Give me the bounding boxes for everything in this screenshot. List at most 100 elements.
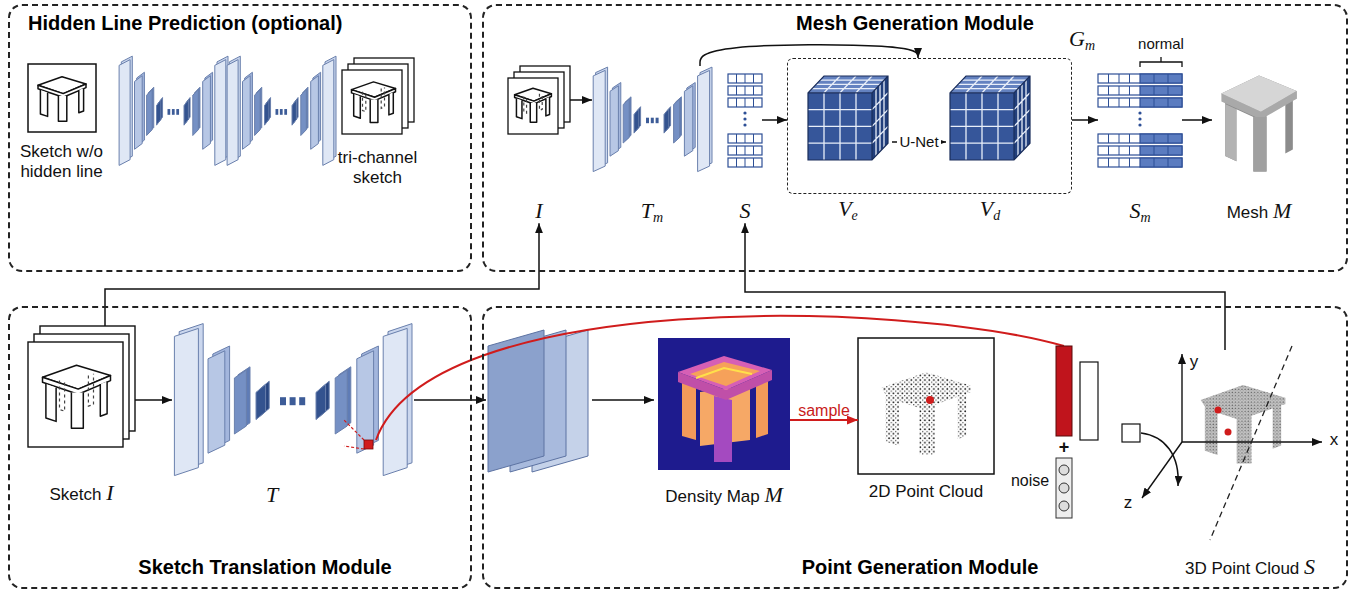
text-part: I xyxy=(106,480,113,505)
decoder xyxy=(1056,346,1178,518)
sketch-stack xyxy=(342,58,414,134)
figure-node: Density Map M xyxy=(658,338,790,507)
decoder xyxy=(1059,465,1069,475)
voxel-grid xyxy=(950,76,1030,160)
mesh-render xyxy=(1221,75,1296,111)
flow-arrow xyxy=(1072,119,1098,121)
unet-network xyxy=(119,56,336,165)
figure-caption: Tm xyxy=(640,198,664,226)
point-cloud-3d xyxy=(1225,429,1232,436)
figure-caption: Sketch w/o hidden line xyxy=(3,142,121,181)
point-vectors xyxy=(728,98,762,107)
point-vectors xyxy=(728,74,762,83)
density-map xyxy=(690,362,760,386)
panel-title: Sketch Translation Module xyxy=(138,556,391,579)
point-cloud-2d xyxy=(858,338,994,474)
text-part: e xyxy=(852,208,858,223)
figure-node: Sketch I xyxy=(28,326,135,505)
unet-network xyxy=(593,67,712,172)
point-normal-vectors xyxy=(1098,98,1182,107)
flow-arrow xyxy=(414,399,486,401)
annotation-label: x xyxy=(1330,430,1339,450)
point-vectors xyxy=(743,111,746,114)
sketch-stack xyxy=(515,88,552,122)
panel-title: Mesh Generation Module xyxy=(796,12,1034,35)
density-map xyxy=(714,396,732,462)
figure-caption: Sketch I xyxy=(49,480,115,505)
module-panel: Sketch w/o hidden linetri-channel sketch… xyxy=(8,4,472,272)
figure-node: Sketch w/o hidden line xyxy=(3,64,122,181)
density-map xyxy=(658,338,790,470)
annotation-label: + xyxy=(1059,437,1070,458)
point-cloud-3d xyxy=(1181,354,1182,442)
decoder xyxy=(1141,433,1178,486)
sketch-stack xyxy=(352,82,396,123)
unet-network xyxy=(119,56,228,165)
point-cloud-2d xyxy=(858,338,994,474)
point-normal-vectors xyxy=(1098,74,1182,83)
flow-arrow xyxy=(570,99,592,101)
annotation-label: noise xyxy=(1011,472,1049,490)
point-normal-vectors xyxy=(1098,86,1182,95)
figure-node: 2D Point Cloud xyxy=(858,338,994,502)
point-cloud-3d xyxy=(1210,346,1292,540)
unet-network xyxy=(174,324,412,476)
unet-network xyxy=(227,56,336,165)
point-vectors xyxy=(728,86,762,95)
figure-node: Mesh M xyxy=(1212,52,1306,223)
decoder xyxy=(1059,483,1069,493)
point-normal-vectors xyxy=(1140,57,1182,67)
sketch-image xyxy=(28,64,96,132)
generator-box: Gm xyxy=(787,58,1072,194)
annotation-label: U-Net xyxy=(897,133,940,150)
figure-node: Tm xyxy=(592,66,712,226)
mesh-render xyxy=(1225,104,1236,161)
math-label: Ve xyxy=(838,196,858,224)
sketch-stack xyxy=(342,70,402,134)
point-cloud-3d xyxy=(1201,385,1286,463)
point-normal-vectors xyxy=(1138,117,1141,120)
density-map xyxy=(658,338,790,470)
voxel-grid xyxy=(808,76,888,160)
flow-arrow xyxy=(135,399,172,401)
density-map xyxy=(678,356,772,390)
mesh-render xyxy=(1253,117,1266,172)
panel-title: Point Generation Module xyxy=(802,556,1039,579)
figure-caption: tri-channel sketch xyxy=(323,148,433,187)
text-part: V xyxy=(980,196,993,221)
figure-caption: 3D Point Cloud S xyxy=(1184,554,1316,579)
point-cloud-2d xyxy=(881,372,971,455)
text-part: S xyxy=(1129,198,1140,223)
point-normal-vectors xyxy=(1098,134,1182,143)
density-map xyxy=(756,380,768,438)
point-vectors xyxy=(743,117,746,120)
sketch-stack xyxy=(524,93,542,113)
point-normal-vectors xyxy=(1098,146,1182,155)
sketch-stack xyxy=(60,374,94,411)
point-vectors xyxy=(728,74,762,167)
sketch-image xyxy=(28,64,96,132)
figure-node: Sm xyxy=(1098,74,1182,226)
text-part: S xyxy=(1304,554,1315,579)
figure-caption: Density Map M xyxy=(665,482,784,507)
sketch-stack xyxy=(508,78,558,134)
density-map xyxy=(696,368,752,378)
text-part: V xyxy=(838,196,851,221)
point-cloud-3d xyxy=(1215,407,1222,414)
annotation-label: normal xyxy=(1138,35,1184,52)
unet-network xyxy=(364,440,373,449)
annotation-label: z xyxy=(1124,493,1133,513)
text-part: T xyxy=(641,198,653,223)
decoder xyxy=(1059,501,1069,511)
point-normal-vectors xyxy=(1138,123,1141,126)
text-part: Mesh xyxy=(1227,203,1273,222)
figure-caption: I xyxy=(535,198,544,223)
edge-label: sample xyxy=(798,402,850,420)
text-part: I xyxy=(535,198,542,223)
point-normal-vectors xyxy=(1098,57,1182,167)
point-vectors xyxy=(728,158,762,167)
text-part: m xyxy=(1085,38,1095,53)
point-cloud-3d xyxy=(1142,346,1322,540)
point-normal-vectors xyxy=(1098,158,1182,167)
